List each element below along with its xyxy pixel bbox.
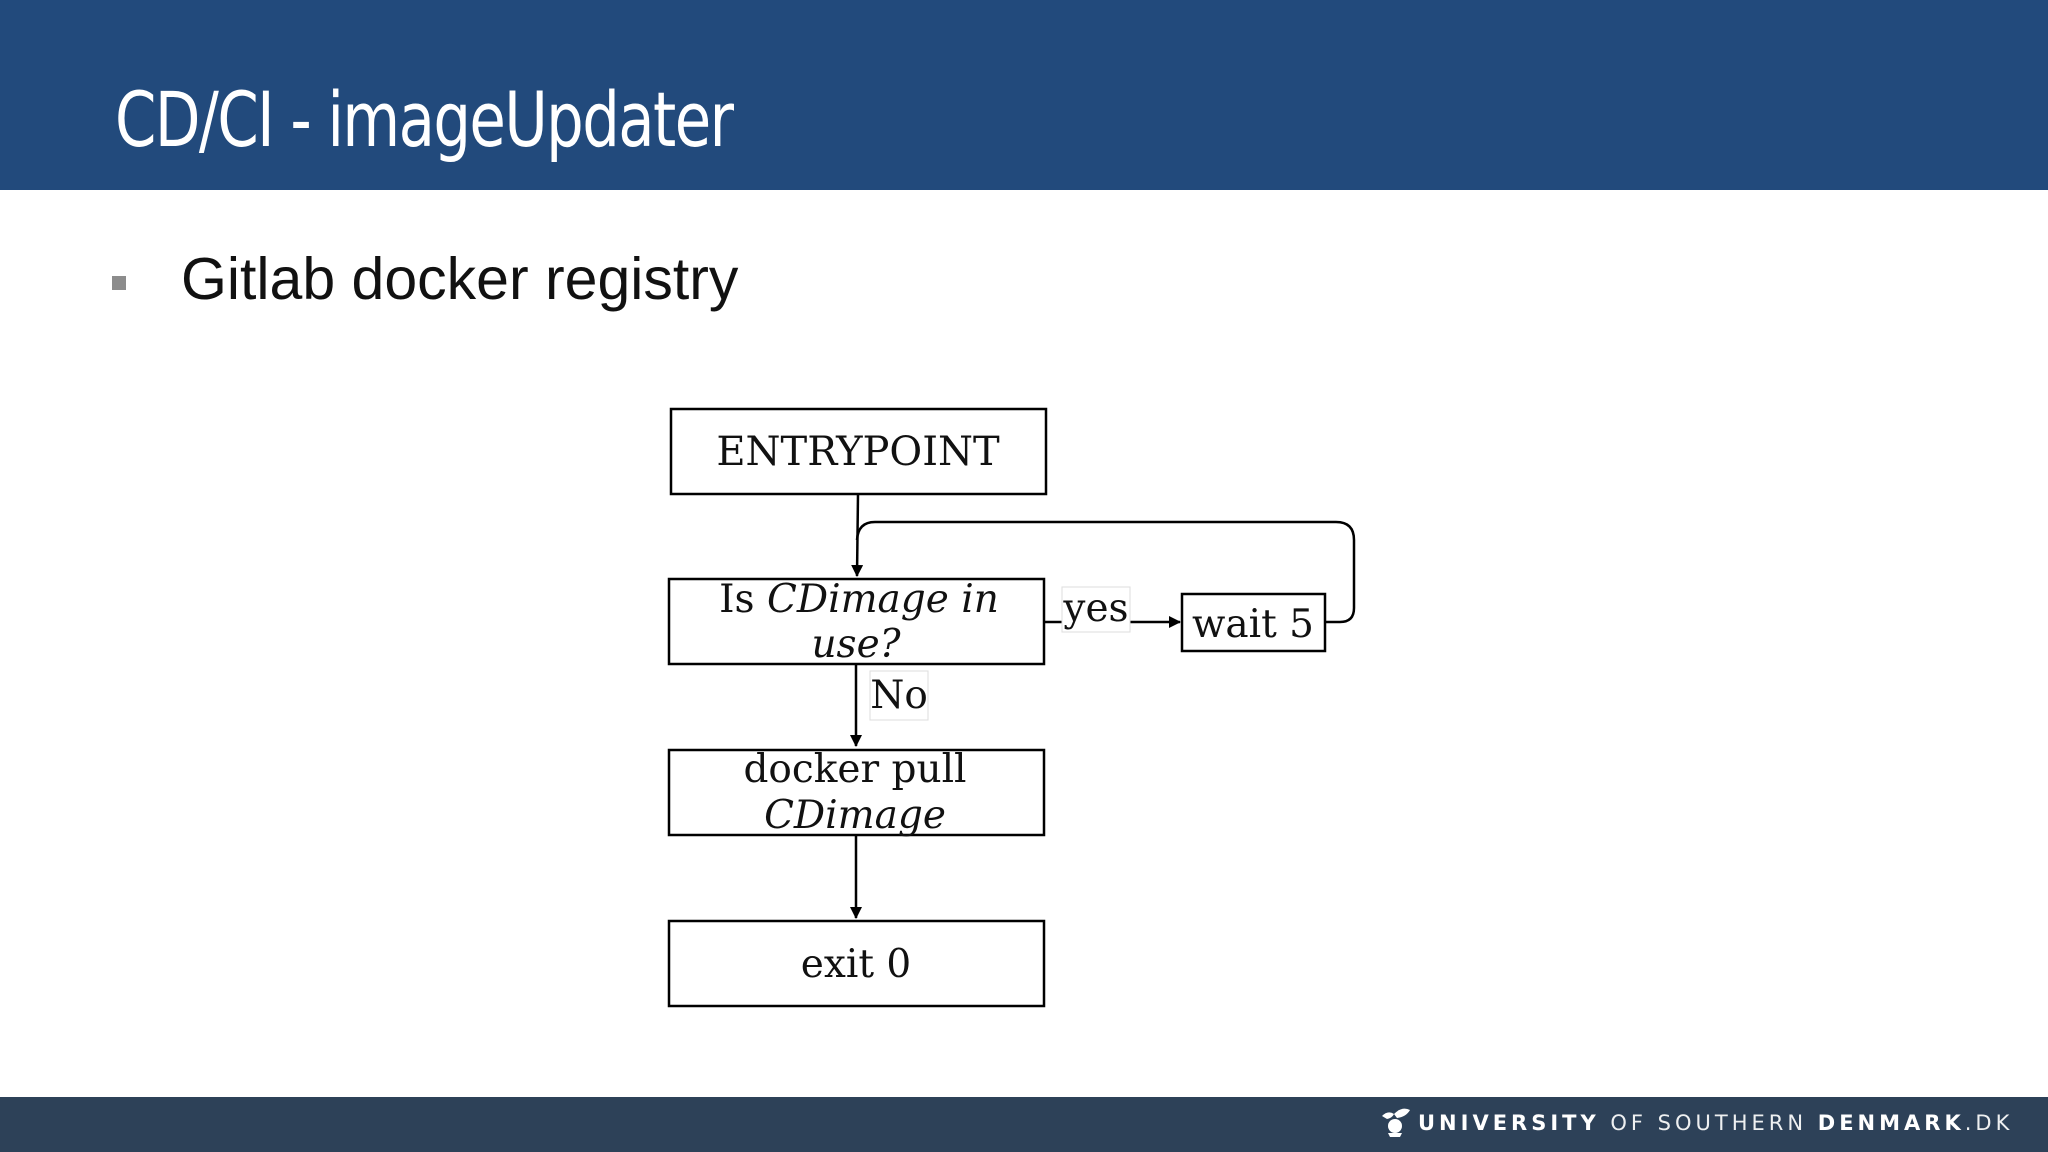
decision-box bbox=[667, 577, 1046, 666]
decision-prefix: Is bbox=[719, 577, 767, 622]
decision-italic: CDimage in bbox=[767, 577, 999, 622]
decision-label-line2: use? bbox=[811, 622, 901, 667]
yes-label: yes bbox=[1062, 586, 1128, 631]
footer-university: UNIVERSITY bbox=[1418, 1111, 1600, 1135]
docker-pull-line1: docker pull bbox=[743, 747, 966, 792]
entrypoint-label: ENTRYPOINT bbox=[716, 429, 1000, 475]
wait-box bbox=[1180, 592, 1327, 653]
no-label-bg bbox=[869, 670, 929, 721]
bullet-text: Gitlab docker registry bbox=[181, 246, 739, 312]
yes-label-bg bbox=[1061, 586, 1131, 633]
bullet-marker bbox=[112, 276, 126, 290]
footer-dk: .DK bbox=[1964, 1111, 2014, 1135]
docker-pull-box bbox=[667, 748, 1046, 837]
entrypoint-box bbox=[669, 407, 1048, 496]
footer-denmark: DENMARK bbox=[1817, 1111, 1965, 1135]
exit-box bbox=[667, 919, 1046, 1008]
sdu-bird-logo-icon bbox=[1382, 1108, 1410, 1137]
footer-bar bbox=[0, 1097, 2048, 1152]
no-label: No bbox=[870, 673, 928, 718]
wait-label: wait 5 bbox=[1192, 602, 1314, 647]
loop-back-arrow bbox=[855, 520, 1356, 624]
decision-label-line1: Is CDimage in bbox=[719, 577, 999, 622]
slide-title: CD/CI - imageUpdater bbox=[115, 75, 734, 164]
title-bar bbox=[0, 0, 2048, 190]
docker-pull-line2: CDimage bbox=[764, 793, 946, 838]
footer-wordmark: UNIVERSITY OF SOUTHERN DENMARK.DK bbox=[1418, 1113, 2013, 1134]
footer-of-southern: OF SOUTHERN bbox=[1610, 1111, 1808, 1135]
exit-label: exit 0 bbox=[801, 942, 911, 987]
